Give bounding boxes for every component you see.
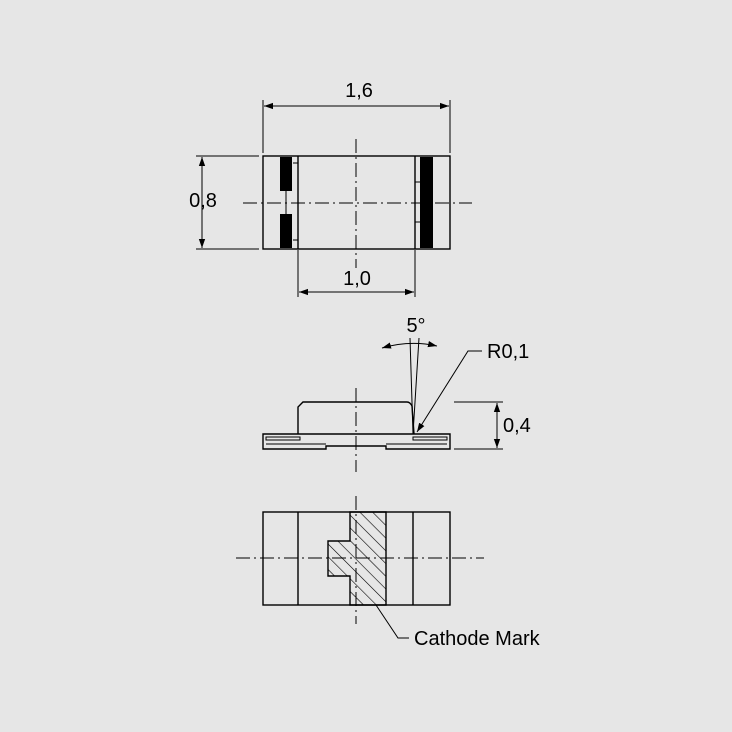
side-view-terminal: [265, 436, 301, 441]
angle-arc: [381, 340, 438, 349]
radius-leader: [416, 350, 482, 433]
side-view: 5° R0,1 0,4: [262, 315, 531, 472]
cathode-leader: [375, 604, 409, 639]
side-height-dimension-label: 0,4: [503, 415, 531, 437]
width-dimension-label: 1,6: [345, 80, 373, 102]
inner-dimension-label: 1,0: [343, 268, 371, 290]
top-view-terminal-mark: [280, 214, 292, 248]
cathode-mark-label: Cathode Mark: [414, 628, 541, 650]
angle-dimension-label: 5°: [406, 315, 425, 337]
height-dimension-label: 0,8: [189, 190, 217, 212]
bottom-view: Cathode Mark: [236, 496, 541, 650]
radius-dimension-label: R0,1: [487, 341, 529, 363]
side-view-substrate: [262, 433, 451, 450]
top-view-terminal-mark: [280, 157, 292, 191]
top-view-terminal-mark: [420, 157, 433, 248]
top-view: 1,6 0,8 1,0: [189, 80, 472, 297]
side-view-terminal: [412, 436, 448, 441]
